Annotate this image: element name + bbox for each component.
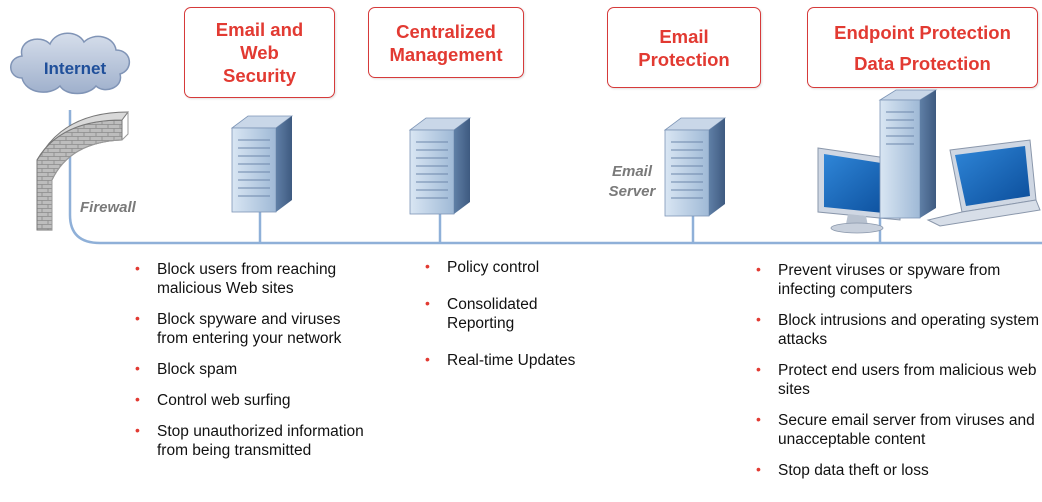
list-item: Stop data theft or loss xyxy=(754,460,1040,480)
email-server-label: Email Server xyxy=(604,162,660,202)
box-line: Protection xyxy=(638,48,730,70)
box-line: Security xyxy=(222,65,296,86)
internet-cloud-icon xyxy=(10,32,130,95)
box-line: Email xyxy=(659,25,709,47)
box-line: Management xyxy=(389,43,503,65)
list-item: Consolidated Reporting xyxy=(423,294,557,333)
endpoint-bullet-list: Prevent viruses or spyware from infectin… xyxy=(754,260,1040,492)
desktop-monitor-icon xyxy=(817,147,901,234)
box-line: Endpoint Protection xyxy=(834,21,1011,43)
laptop-icon xyxy=(926,139,1041,227)
list-item: Block users from reaching malicious Web … xyxy=(133,259,373,298)
web-security-server-icon xyxy=(230,115,294,213)
firewall-icon xyxy=(36,111,130,231)
list-item: Secure email server from viruses and una… xyxy=(754,410,1040,449)
endpoint-data-protection-box: Endpoint Protection Data Protection xyxy=(807,7,1038,88)
list-item: Policy control xyxy=(423,257,593,277)
centralized-management-box: Centralized Management xyxy=(368,7,524,78)
firewall-label: Firewall xyxy=(80,199,136,216)
list-item: Block spyware and viruses from entering … xyxy=(133,309,373,348)
web-security-bullet-list: Block users from reaching malicious Web … xyxy=(133,259,373,472)
list-item: Control web surfing xyxy=(133,390,373,410)
email-server-icon xyxy=(663,117,727,217)
list-item: Real-time Updates xyxy=(423,350,593,370)
list-item: Protect end users from malicious web sit… xyxy=(754,360,1040,399)
list-item: Stop unauthorized information from being… xyxy=(133,421,373,460)
management-bullet-list: Policy control Consolidated Reporting Re… xyxy=(423,257,593,382)
endpoint-server-icon xyxy=(878,89,938,219)
list-item: Block intrusions and operating system at… xyxy=(754,310,1040,349)
box-line: Web xyxy=(240,42,279,63)
list-item: Prevent viruses or spyware from infectin… xyxy=(754,260,1040,299)
email-server-label-line1: Email xyxy=(611,163,653,180)
box-line: Email and xyxy=(215,19,304,40)
email-server-label-line2: Server xyxy=(608,183,656,200)
email-protection-box: Email Protection xyxy=(607,7,761,88)
management-server-icon xyxy=(408,117,472,215)
internet-label: Internet xyxy=(43,59,107,78)
box-line: Centralized xyxy=(396,20,496,42)
list-item: Block spam xyxy=(133,359,373,379)
email-web-security-box: Email and Web Security xyxy=(184,7,335,98)
box-line: Data Protection xyxy=(854,52,991,74)
